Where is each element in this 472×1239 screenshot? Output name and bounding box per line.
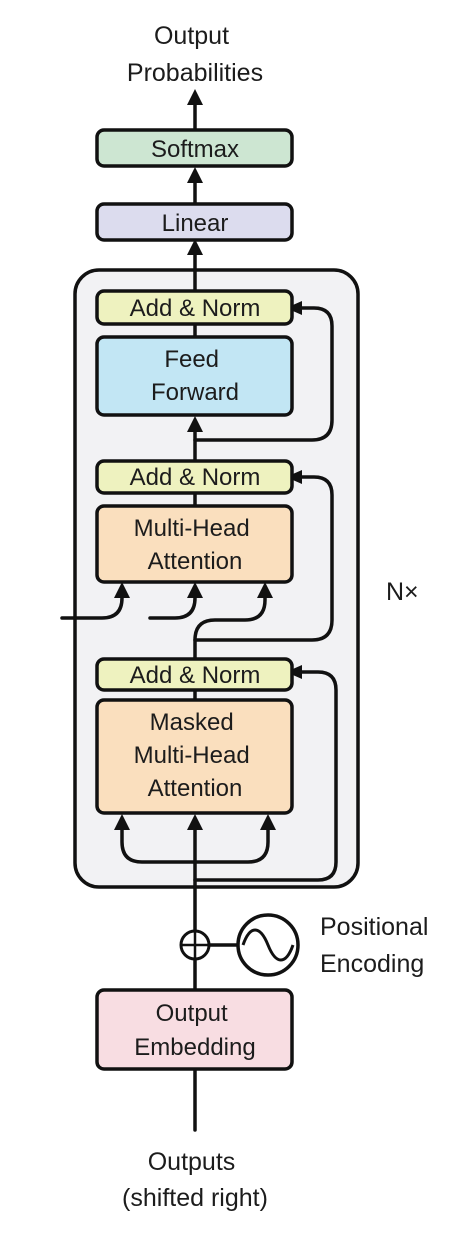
output-embedding-label: Output Embedding [134, 1000, 255, 1061]
repeat-count-label: N× [386, 578, 419, 606]
flow-encoder-input [60, 592, 197, 620]
add-norm-2-block: Add & Norm [95, 459, 294, 495]
arrowhead-addnorm3-residual [286, 301, 302, 315]
arrowhead-output [187, 89, 203, 105]
softmax-block: Softmax [95, 128, 294, 168]
add-norm-2-label: Add & Norm [130, 464, 261, 491]
arrowhead-masked-in [187, 814, 203, 830]
linear-block: Linear [95, 202, 294, 242]
outputs-label: Outputs (shifted right) [122, 1148, 268, 1212]
feed-forward-block: Feed Forward [95, 335, 294, 417]
arrowhead-masked-left [114, 814, 130, 830]
arrowhead-masked-right [260, 814, 276, 830]
arrowhead-mha-left [114, 582, 130, 598]
masked-multi-head-attention-label: Masked Multi-Head Attention [134, 709, 257, 802]
add-norm-3-label: Add & Norm [130, 295, 261, 322]
arrowhead-addnorm1-residual [286, 665, 302, 679]
add-norm-1-block: Add & Norm [95, 657, 294, 692]
add-norm-1-label: Add & Norm [130, 662, 261, 689]
flow-masked-branch [120, 828, 270, 864]
feed-forward-label: Feed Forward [151, 346, 239, 406]
arrowhead-ff-in [187, 416, 203, 432]
flow-addnorm2-residual [193, 306, 334, 442]
masked-multi-head-attention-block: Masked Multi-Head Attention [95, 698, 294, 815]
multi-head-attention-block: Multi-Head Attention [95, 504, 294, 584]
multi-head-attention-label: Multi-Head Attention [134, 515, 257, 575]
arrowhead-linear-in [187, 239, 203, 255]
flow-addnorm1-to-split [193, 592, 267, 661]
flow-masked-residual [193, 670, 338, 882]
output-probabilities-label: Output Probabilities [127, 22, 263, 87]
arrowhead-mha-center [187, 582, 203, 598]
softmax-label: Softmax [151, 136, 239, 163]
add-norm-3-block: Add & Norm [95, 289, 294, 326]
linear-label: Linear [162, 210, 229, 237]
arrowhead-addnorm2-residual [286, 470, 302, 484]
sine-wave-icon [236, 913, 300, 977]
output-embedding-block: Output Embedding [95, 988, 294, 1071]
arrowhead-softmax-in [187, 167, 203, 183]
sum-node-icon [179, 929, 211, 961]
positional-encoding-label: Positional Encoding [320, 913, 435, 978]
arrowhead-mha-right [257, 582, 273, 598]
flow-addnorm1-residual [193, 475, 334, 642]
